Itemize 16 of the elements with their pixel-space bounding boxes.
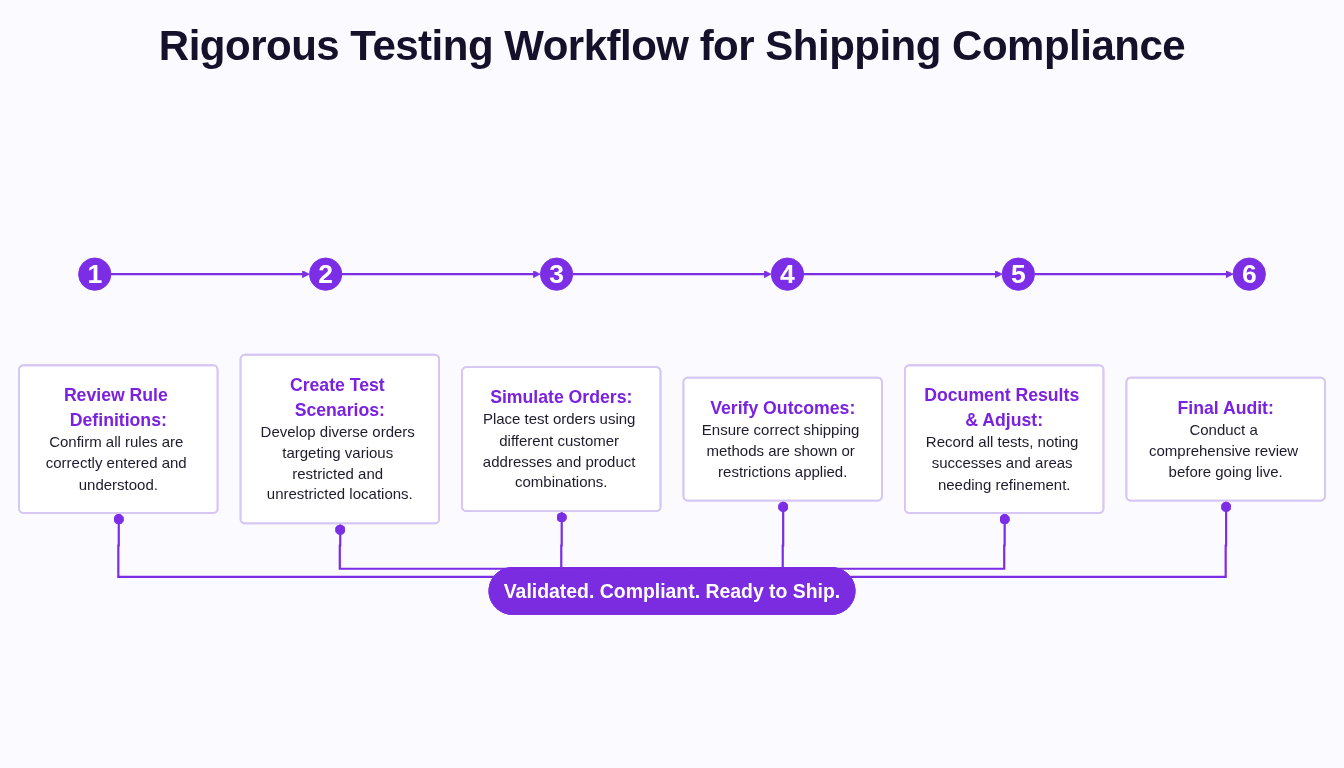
connector <box>334 523 507 570</box>
node-circle: 6 <box>1232 257 1266 291</box>
arrow <box>110 270 310 279</box>
arrow <box>803 270 1003 279</box>
arrow <box>1034 270 1234 279</box>
node-circle: 1 <box>78 257 112 291</box>
arrow <box>572 270 772 279</box>
node-circle: 5 <box>1001 257 1035 291</box>
node-circle: 4 <box>770 257 805 291</box>
connector <box>113 513 495 578</box>
arrow <box>341 270 541 279</box>
diagram-title: Rigorous Testing Workflow for Shipping Compliance <box>158 22 1186 70</box>
node-circle: 2 <box>309 257 343 291</box>
connector <box>850 501 1232 578</box>
node-circle: 3 <box>539 257 574 291</box>
connector <box>837 513 1010 570</box>
